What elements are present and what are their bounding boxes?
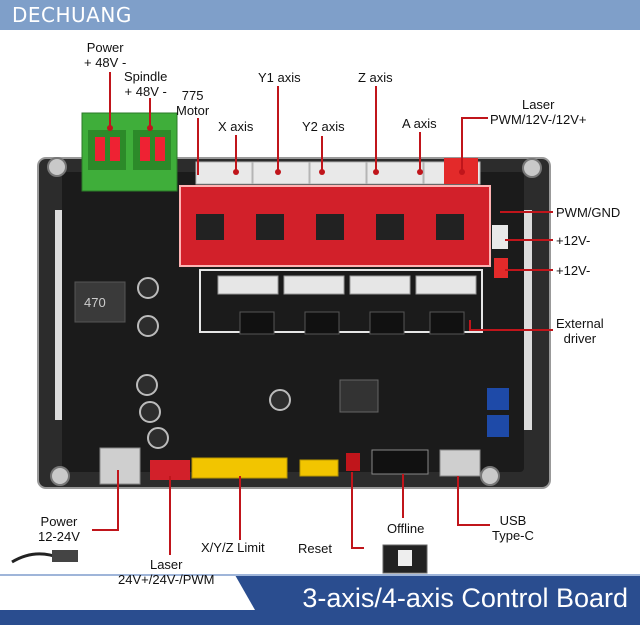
- usb-port: [439, 449, 481, 477]
- inductor: [74, 281, 126, 323]
- mcu-chip: [339, 379, 379, 413]
- corner-screws: [47, 157, 542, 486]
- callout-lines: [92, 72, 553, 555]
- label-y1-axis: Y1 axis: [258, 70, 301, 85]
- label-pwm-gnd: PWM/GND: [556, 205, 621, 220]
- inductor-label: 470: [84, 295, 106, 310]
- label-power-48v: Power+ 48V -: [84, 40, 127, 70]
- capacitors: [136, 277, 291, 449]
- green-terminal-block: [81, 112, 178, 192]
- callout-dots: [107, 125, 465, 175]
- label-12v-b: +12V-: [556, 263, 591, 278]
- external-driver-area: [199, 269, 483, 333]
- dc-jack: [99, 447, 141, 485]
- label-x-axis: X axis: [218, 119, 254, 134]
- brand-bar: [0, 0, 640, 30]
- axis-connectors: [195, 161, 481, 185]
- label-offline: Offline: [387, 521, 425, 536]
- footer-title: 3-axis/4-axis Control Board: [302, 583, 628, 613]
- offline-controller-image: [382, 544, 428, 574]
- limit-header-pins: [191, 457, 339, 479]
- brand-name: DECHUANG: [12, 3, 132, 27]
- label-a-axis: A axis: [402, 116, 437, 131]
- label-z-axis: Z axis: [358, 70, 393, 85]
- label-y2-axis: Y2 axis: [302, 119, 345, 134]
- offline-header: [371, 449, 429, 475]
- label-spindle: Spindle+ 48V -: [124, 69, 168, 99]
- label-xyz-limit: X/Y/Z Limit: [201, 540, 265, 555]
- reset-button-part: [346, 453, 360, 471]
- driver-modules: [179, 185, 491, 267]
- label-reset: Reset: [298, 541, 332, 556]
- label-12v-a: +12V-: [556, 233, 591, 248]
